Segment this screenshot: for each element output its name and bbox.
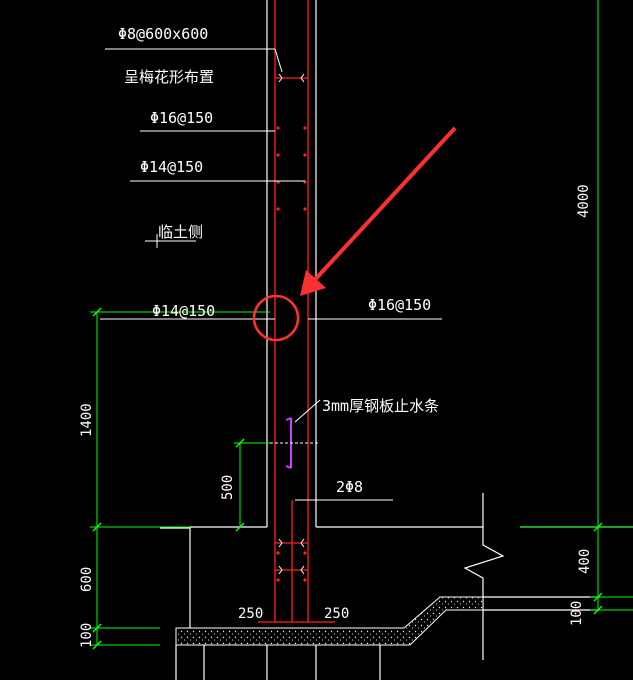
foundation-cushion (175, 596, 484, 646)
dim-wall-height: 4000 (576, 184, 592, 218)
label-bottom-bars: 2Φ8 (336, 478, 363, 496)
dim-right-100: 100 (569, 601, 585, 626)
dim-left-500: 500 (220, 475, 236, 500)
dim-right-400: 400 (577, 549, 593, 574)
dim-left-100: 100 (79, 623, 95, 648)
rebar-dots (276, 126, 307, 582)
label-left-vert-bar: Φ16@150 (150, 109, 213, 127)
label-waterstop: 3mm厚钢板止水条 (322, 397, 439, 415)
dimension-lines (90, 0, 633, 646)
red-arrow (300, 126, 457, 296)
wall-rebar (258, 0, 335, 623)
label-soil-side: 临土侧 (158, 223, 203, 241)
dim-left-600: 600 (79, 567, 95, 592)
dimension-ticks (92, 307, 603, 650)
highlight-circle (252, 294, 300, 342)
dim-base-right-250: 250 (324, 606, 349, 622)
dim-base-left-250: 250 (238, 606, 263, 622)
label-callout-left: Φ14@150 (152, 302, 215, 320)
label-grid-note: 呈梅花形布置 (124, 68, 214, 86)
label-bar-grid: Φ8@600x600 (118, 25, 208, 43)
dim-left-1400: 1400 (79, 403, 95, 437)
stirrup-hooks (278, 73, 305, 575)
leader-lines (100, 48, 442, 501)
wall-outline (160, 0, 633, 680)
label-left-horiz-bar: Φ14@150 (140, 158, 203, 176)
label-callout-right: Φ16@150 (368, 296, 431, 314)
